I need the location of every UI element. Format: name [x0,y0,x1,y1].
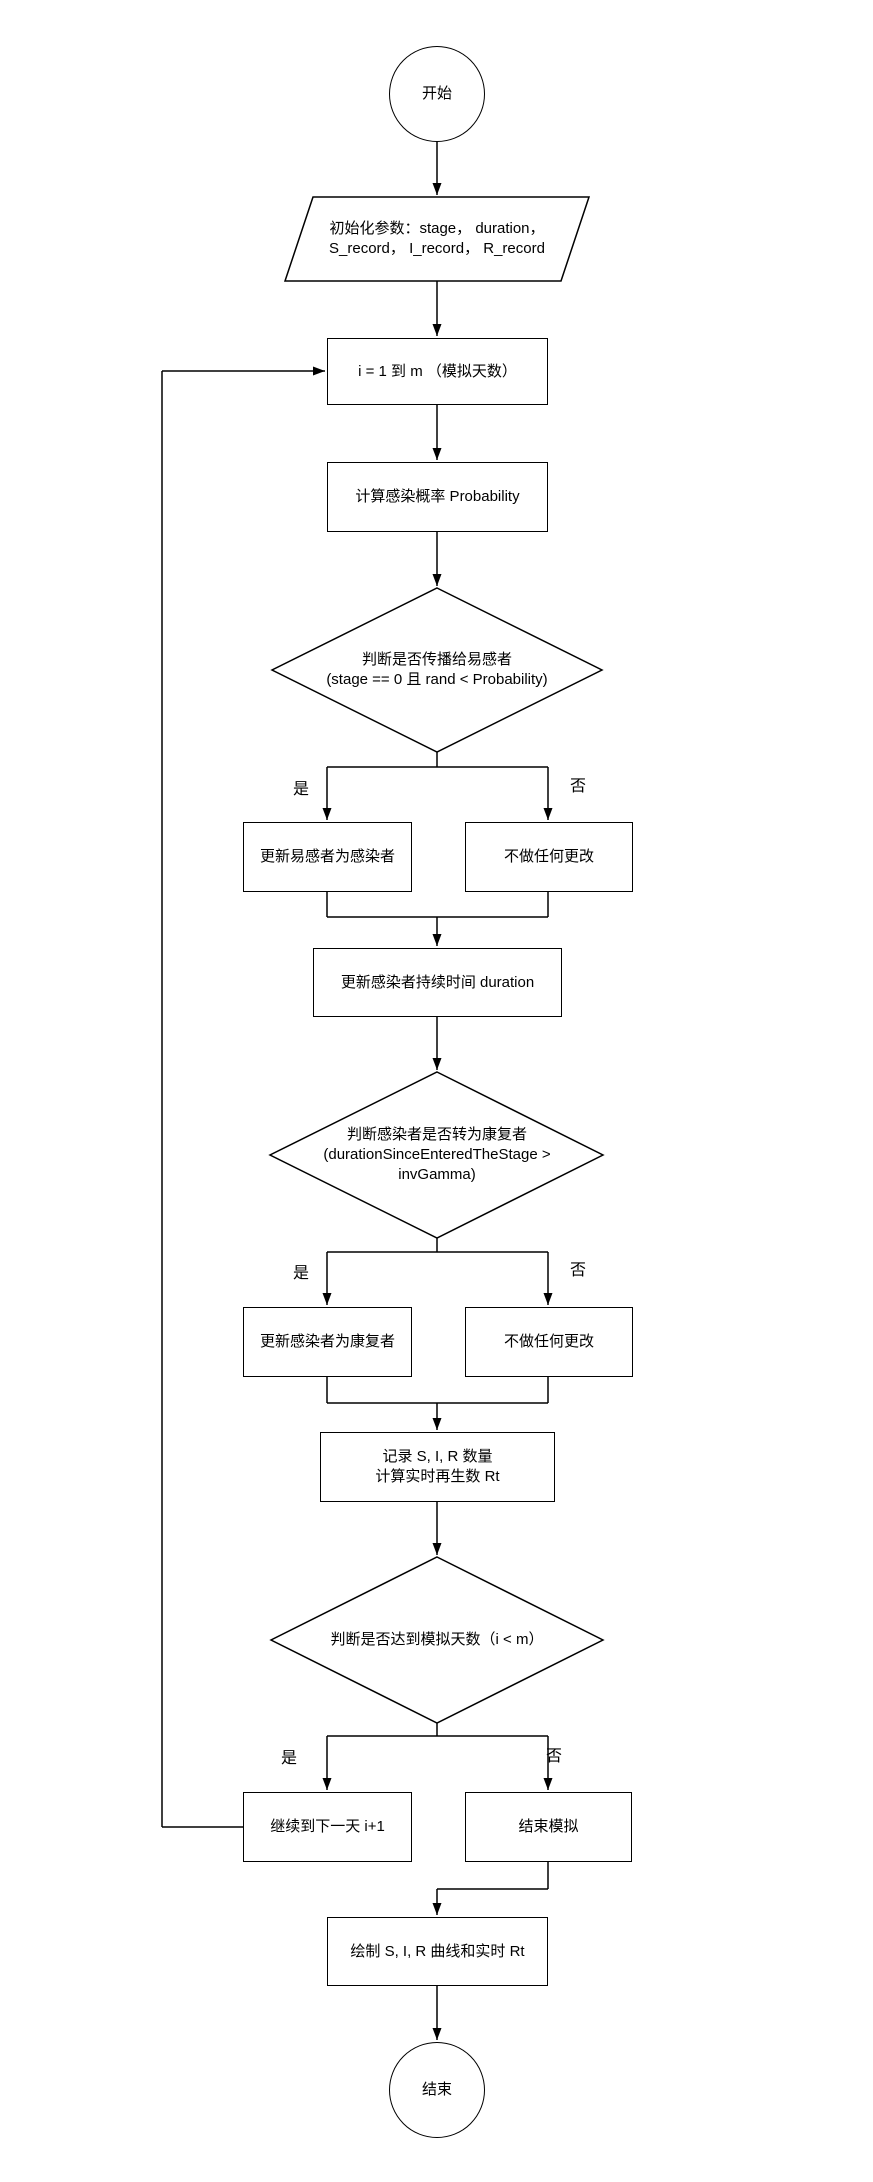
decision3-label: 判断是否达到模拟天数（i < m） [330,1631,544,1648]
start-label: 开始 [421,85,452,102]
decision3-no-label: 否 [545,1748,563,1765]
loop-header-label: i = 1 到 m （模拟天数） [358,362,517,380]
update-i-to-r-node: 更新感染者为康复者 [243,1307,412,1377]
decision1-diamond [270,587,604,753]
decision3-diamond [269,1556,605,1724]
end-sim-node: 结束模拟 [465,1792,632,1862]
init-parallelogram [283,196,591,282]
no-change-2-label: 不做任何更改 [503,1333,594,1350]
end-node: 结束 [389,2042,485,2138]
no-change-1-node: 不做任何更改 [465,822,633,892]
decision3-yes-label: 是 [280,1750,298,1767]
init-node-label: 初始化参数：stage， duration， S_record， I_recor… [329,220,545,257]
plot-label: 绘制 S, I, R 曲线和实时 Rt [350,1942,525,1960]
plot-node: 绘制 S, I, R 曲线和实时 Rt [327,1917,548,1986]
calc-probability-label: 计算感染概率 Probability [355,488,520,505]
next-day-node: 继续到下一天 i+1 [243,1792,412,1862]
no-change-2-node: 不做任何更改 [465,1307,633,1377]
update-i-to-r-label: 更新感染者为康复者 [259,1333,395,1350]
record-node: 记录 S, I, R 数量 计算实时再生数 Rt [320,1432,555,1502]
no-change-1-label: 不做任何更改 [503,848,594,865]
next-day-label: 继续到下一天 i+1 [270,1818,385,1835]
update-s-to-i-node: 更新易感者为感染者 [243,822,412,892]
calc-probability-node: 计算感染概率 Probability [327,462,548,532]
loop-header-node: i = 1 到 m （模拟天数） [327,338,548,405]
decision2-yes-label: 是 [292,1265,310,1282]
end-sim-label: 结束模拟 [518,1818,579,1835]
update-duration-label: 更新感染者持续时间 duration [340,973,535,991]
decision1-no-label: 否 [569,778,587,795]
decision1-label: 判断是否传播给易感者 (stage == 0 且 rand < Probabil… [326,651,548,688]
end-label: 结束 [421,2081,452,2098]
record-label: 记录 S, I, R 数量 计算实时再生数 Rt [375,1448,500,1485]
start-node: 开始 [389,46,485,142]
update-duration-node: 更新感染者持续时间 duration [313,948,562,1017]
decision1-yes-label: 是 [292,781,310,798]
decision2-no-label: 否 [569,1262,587,1279]
decision2-label: 判断感染者是否转为康复者 (durationSinceEnteredTheSta… [323,1126,551,1183]
decision2-diamond [268,1071,605,1239]
update-s-to-i-label: 更新易感者为感染者 [259,848,395,865]
